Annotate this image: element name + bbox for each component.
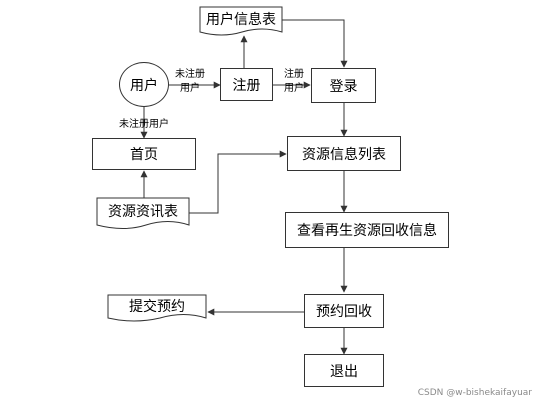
edge-label-unregistered-user-1: 未注册 用户 <box>175 69 205 94</box>
login-node: 登录 <box>311 68 376 103</box>
logout-node: 退出 <box>304 354 384 387</box>
resource-info-list-node: 资源信息列表 <box>287 136 401 171</box>
edge-label-unregistered-user-2: 未注册用户 <box>119 119 169 130</box>
submit-booking-label: 提交预约 <box>129 298 185 315</box>
edge-user-info-to-login <box>282 19 348 68</box>
resource-news-table-label: 资源资讯表 <box>108 203 178 220</box>
register-node: 注册 <box>220 68 273 101</box>
edge-label-registered-user: 注册 用户 <box>284 69 304 94</box>
view-recycle-info-node: 查看再生资源回收信息 <box>285 212 449 248</box>
home-node: 首页 <box>92 138 196 170</box>
watermark: CSDN @w-bishekaifayuar <box>417 388 532 398</box>
book-recycle-node: 预约回收 <box>304 294 384 328</box>
edge-news-table-to-resource-list <box>189 150 287 214</box>
resource-news-table-shape <box>96 197 190 229</box>
submit-booking-shape <box>107 294 207 322</box>
user-info-table-label: 用户信息表 <box>206 11 276 28</box>
user-node: 用户 <box>119 62 169 107</box>
user-info-table-shape <box>199 6 283 36</box>
